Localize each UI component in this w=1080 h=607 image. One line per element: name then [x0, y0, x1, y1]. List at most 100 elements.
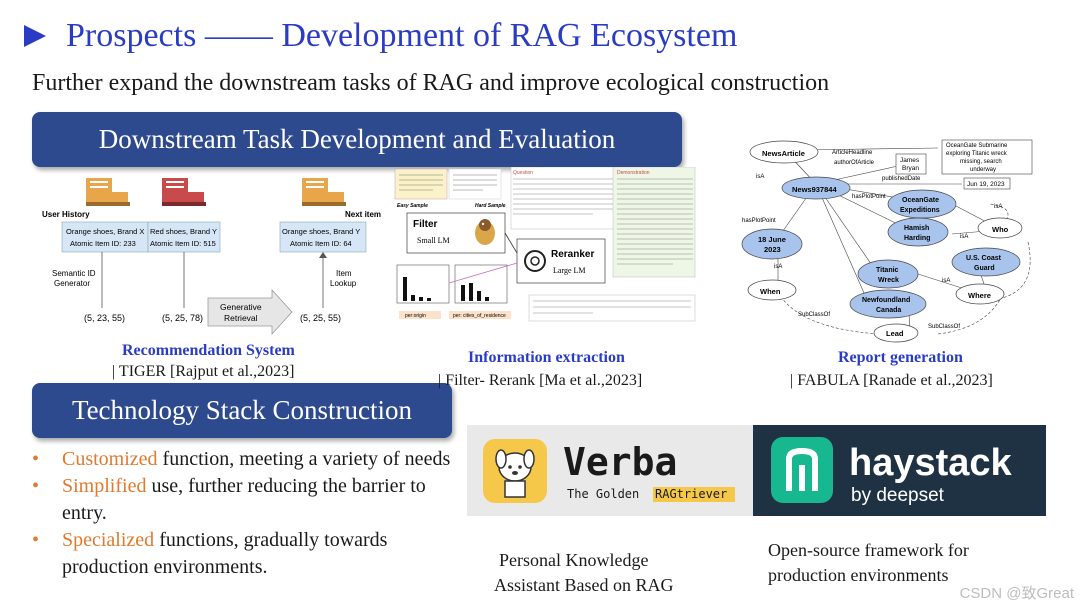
haystack-caption-line-2: production environments [768, 565, 949, 585]
node-headline-line-3: missing, search [960, 159, 1002, 165]
node-lead: Lead [886, 329, 904, 338]
node-oceangate-line-2: Expeditions [900, 207, 940, 214]
verba-logo-art: Verba The Golden RAGtriever [483, 439, 735, 503]
node-newfoundland-line-2: Canada [876, 307, 901, 314]
node-news-article: NewsArticle [762, 149, 805, 158]
verba-name: Verba [563, 440, 677, 484]
bird-icon [475, 219, 495, 245]
next-item-label: Next item [345, 210, 381, 219]
slide-title-text: Prospects —— Development of RAG Ecosyste… [66, 17, 738, 54]
node-when: When [760, 287, 781, 296]
recommendation-figure: User History Next item Orange shoes, Bra… [40, 172, 390, 342]
node-newfoundland-line-1: Newfoundland [862, 297, 910, 304]
node-headline-line-2: exploring Titanic wreck [946, 151, 1008, 157]
node-headline-line-1: OceanGate Submarine [946, 143, 1008, 149]
item-c-line-1: Orange shoes, Brand Y [282, 227, 360, 236]
bar-label-origin: per:origin [405, 313, 426, 319]
play-arrow-icon [24, 25, 46, 47]
bullet-text: functions, gradually towards production … [62, 529, 388, 578]
edge-article-headline: ArticleHeadline [832, 150, 873, 156]
bullet-highlight: Simplified [62, 475, 147, 497]
item-a-line-2: Atomic Item ID: 233 [70, 239, 136, 248]
node-oceangate-line-1: OceanGate [902, 197, 939, 204]
bullet-dot: • [32, 475, 40, 497]
haystack-logo: haystack by deepset [753, 425, 1046, 516]
node-coast-guard-line-2: Guard [974, 265, 995, 272]
information-extraction-figure: Easy Sample Hard Sample Filter Small LM … [393, 166, 696, 324]
semantic-id-generator-line-2: Generator [54, 279, 90, 288]
edge-author-of-article: authorOfArticle [834, 160, 875, 166]
haystack-caption-line-1: Open-source framework for [768, 540, 969, 560]
bullet-text: function, meeting a variety of needs [157, 448, 451, 470]
haystack-logo-art: haystack by deepset [771, 437, 1013, 506]
item-c-line-2: Atomic Item ID: 64 [290, 239, 352, 248]
user-history-label: User History [42, 210, 90, 219]
item-a-line-1: Orange shoes, Brand X [66, 227, 144, 236]
edge-isa: isA [942, 278, 950, 284]
orange-shoe-icon [86, 178, 130, 206]
edge-published-date: publishedDate [882, 176, 921, 182]
report-graph-figure: NewsArticle News937844 18 June 2023 When… [738, 138, 1038, 343]
orange-shoe-icon [302, 178, 346, 206]
node-who: Who [992, 225, 1009, 234]
bullet-highlight: Specialized [62, 529, 155, 551]
recommendation-caption-title: Recommendation System [122, 342, 295, 359]
edge-subclass-of: SubClassOf [798, 312, 830, 318]
bullet-dot: • [32, 529, 40, 551]
verba-caption-line-1: Personal Knowledge [499, 550, 649, 570]
bar [411, 295, 415, 301]
bullet-highlight: Customized [62, 448, 158, 470]
item-lookup-line-2: Lookup [330, 279, 357, 288]
bar [427, 298, 431, 301]
extraction-caption-ref: | Filter- Rerank [Ma et al.,2023] [438, 372, 643, 389]
demonstration-label: Demonstration [617, 170, 650, 176]
edge-subclass-of: SubClassOf [928, 324, 960, 330]
report-caption-ref: | FABULA [Ranade et al.,2023] [790, 372, 993, 389]
openai-logo-icon [524, 250, 546, 272]
red-shoe-icon [162, 178, 206, 206]
small-lm-label: Small LM [417, 236, 450, 245]
node-hamish-line-2: Harding [904, 235, 930, 242]
node-coast-guard-line-1: U.S. Coast [966, 255, 1002, 262]
bar [477, 291, 481, 301]
verba-tagline-prefix: The Golden [567, 487, 639, 501]
downstream-banner: Downstream Task Development and Evaluati… [32, 112, 682, 167]
bar [461, 285, 465, 301]
gen-retrieval-line-2: Retrieval [224, 313, 258, 323]
node-june-line-2: 2023 [764, 245, 781, 254]
question-label: Question [513, 170, 533, 176]
semantic-id-a: (5, 23, 55) [84, 313, 125, 323]
watermark: CSDN @致Great [959, 585, 1074, 602]
bullet-specialized: • Specialized functions, gradually towar… [32, 527, 452, 581]
haystack-name: haystack [849, 442, 1013, 484]
bar [403, 277, 407, 301]
node-headline-line-4: underway [970, 167, 996, 173]
node-june-line-1: 18 June [758, 235, 786, 244]
report-caption-title: Report generation [838, 349, 963, 366]
node-titanic-line-2: Wreck [878, 277, 899, 284]
node-james-line-2: Bryan [902, 165, 919, 172]
edge-isa: isA [756, 174, 764, 180]
reranker-label: Reranker [551, 249, 594, 260]
semantic-id-generator-line-1: Semantic ID [52, 269, 96, 278]
node-pubdate: Jun 19, 2023 [967, 181, 1005, 188]
bullet-customized: • Customized function, meeting a variety… [32, 446, 452, 473]
stack-banner: Technology Stack Construction [32, 383, 452, 438]
bar-label-residence: per: cities_of_residence [453, 313, 506, 319]
bar [469, 283, 473, 301]
bar [485, 297, 489, 301]
node-hamish-line-1: Hamish [904, 225, 929, 232]
item-b-line-2: Atomic Item ID: 515 [150, 239, 216, 248]
large-lm-label: Large LM [553, 266, 586, 275]
extraction-caption-title: Information extraction [468, 349, 625, 366]
bullet-simplified: • Simplified use, further reducing the b… [32, 473, 452, 527]
generative-retrieval-arrow [207, 288, 293, 336]
edge-isa: isA [960, 234, 968, 240]
edge-has-plot-point: hasPlotPoint [742, 218, 776, 224]
hard-sample-label: Hard Sample [475, 203, 506, 209]
verba-caption: Personal Knowledge Assistant Based on RA… [494, 548, 674, 598]
node-where: Where [968, 291, 991, 300]
bar [419, 297, 423, 301]
bullet-text: use, further reducing the barrier to ent… [62, 475, 426, 524]
gen-retrieval-line-1: Generative [220, 302, 262, 312]
